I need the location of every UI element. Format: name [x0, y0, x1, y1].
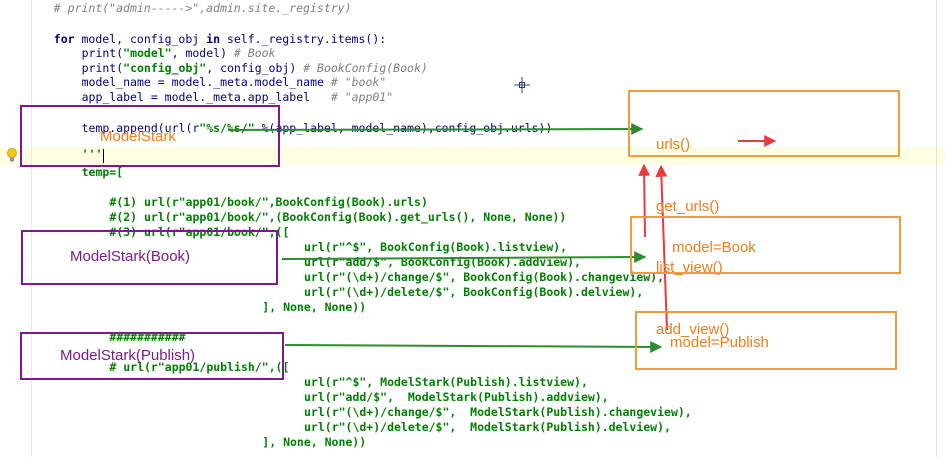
code-token: ], None, None)) [262, 435, 367, 449]
code-line: print("config_obj", config_obj) # BookCo… [82, 61, 428, 75]
modelstark-book-label: ModelStark(Book) [70, 248, 191, 265]
code-line: url(r"(\d+)/change/$", BookConfig(Book).… [304, 270, 664, 284]
model-publish-box [635, 311, 897, 370]
code-token: print( [81, 46, 124, 60]
crosshair-icon [514, 77, 530, 93]
method-urls: urls() [656, 136, 691, 153]
code-line: temp.append(url(r"%s/%s/" %(app_label, m… [82, 121, 553, 135]
code-line: url(r"add/$", ModelStark(Publish).addvie… [304, 390, 609, 404]
code-token: #(1) url(r"app01/book/",BookConfig(Book)… [109, 195, 428, 209]
code-line: url(r"^$", ModelStark(Publish).listview)… [304, 375, 588, 389]
code-token: url(r"^$", BookConfig(Book).listview), [304, 240, 568, 254]
code-token: # "book" [330, 75, 387, 89]
code-line: # print("admin----->",admin.site._regist… [54, 1, 352, 15]
code-token: in [206, 32, 220, 46]
methods-box [628, 90, 900, 157]
code-line: url(r"(\d+)/change/$", ModelStark(Publis… [304, 405, 692, 419]
method-list-view: list_view() [656, 259, 723, 276]
code-token: url(r"(\d+)/delete/$", ModelStark(Publis… [304, 420, 671, 434]
code-token: url(r"add/$", ModelStark(Publish).addvie… [304, 390, 609, 404]
code-line: ], None, None)) [262, 435, 366, 449]
right-margin-guide [936, 0, 937, 457]
modelstark-publish-label: ModelStark(Publish) [60, 347, 196, 364]
code-token: for [53, 32, 75, 46]
code-token: model_name = model._meta.model_name [81, 75, 331, 89]
code-line: ], None, None)) [262, 300, 366, 314]
code-token: url(r"add/$", BookConfig(Book).addview), [304, 255, 581, 269]
gutter-separator [31, 0, 32, 457]
code-line: #(3) url(r"app01/book/",([ [109, 225, 289, 239]
code-token: temp.append(url(r [81, 121, 200, 135]
code-token: app_label = model._meta.app_label [81, 90, 331, 104]
method-get-urls: get_urls() [656, 197, 720, 215]
code-line: ''' [82, 147, 103, 161]
code-token: #(2) url(r"app01/book/",(BookConfig(Book… [109, 210, 567, 224]
code-token: ''' [81, 147, 103, 161]
code-line: # url(r"app01/publish/",([ [109, 360, 289, 374]
code-token: temp=[ [81, 165, 124, 179]
code-token: url(r"(\d+)/delete/$", BookConfig(Book).… [304, 285, 644, 299]
model-book-box [630, 216, 901, 274]
modelstark-box [20, 105, 280, 167]
code-token: "config_obj" [123, 61, 207, 75]
code-line: model_name = model._meta.model_name # "b… [82, 75, 387, 89]
model-book-label: model=Book [672, 239, 756, 256]
code-line: url(r"^$", BookConfig(Book).listview), [304, 240, 567, 254]
code-line: #(2) url(r"app01/book/",(BookConfig(Book… [109, 210, 566, 224]
code-token: %(app_label, model_name),config_obj.urls… [254, 121, 553, 135]
code-line: for model, config_obj in self._registry.… [54, 32, 386, 46]
code-token: "%s/%s/" [199, 121, 255, 135]
code-line: #(1) url(r"app01/book/",BookConfig(Book)… [109, 195, 428, 209]
code-token: # Book [233, 46, 276, 60]
code-token: # BookConfig(Book) [303, 61, 428, 75]
code-token: url(r"(\d+)/change/$", ModelStark(Publis… [304, 405, 692, 419]
code-line: app_label = model._meta.app_label # "app… [82, 90, 394, 104]
code-token: print( [81, 61, 124, 75]
code-token: , config_obj) [206, 61, 304, 75]
text-cursor [103, 149, 104, 163]
code-token: model, config_obj [74, 32, 207, 46]
code-line: print("model", model) # Book [82, 46, 276, 60]
current-line-highlight [0, 147, 945, 165]
code-token: self._registry.items(): [220, 32, 387, 46]
code-token: # print("admin----->",admin.site._regist… [53, 1, 352, 15]
code-line: url(r"(\d+)/delete/$", BookConfig(Book).… [304, 285, 643, 299]
model-publish-label: model=Publish [670, 334, 769, 351]
modelstark-label: ModelStark [100, 128, 176, 145]
code-token: "model" [123, 46, 172, 60]
code-line: url(r"add/$", BookConfig(Book).addview), [304, 255, 581, 269]
methods-list: urls() get_urls() list_view() add_view() [656, 94, 729, 361]
code-token: url(r"^$", ModelStark(Publish).listview)… [304, 375, 588, 389]
code-line: url(r"(\d+)/delete/$", ModelStark(Publis… [304, 420, 671, 434]
modelstark-book-box [21, 230, 278, 285]
code-token: url(r"(\d+)/change/$", BookConfig(Book).… [304, 270, 665, 284]
lightbulb-icon[interactable] [6, 148, 18, 162]
code-token: # "app01" [330, 90, 394, 104]
modelstark-publish-box [20, 332, 284, 380]
code-line: temp=[ [82, 165, 124, 179]
code-token: ], None, None)) [262, 300, 367, 314]
method-add-view: add_view() [656, 320, 730, 338]
code-token: #(3) url(r"app01/book/",([ [109, 225, 290, 239]
code-token: # url(r"app01/publish/",([ [109, 360, 290, 374]
code-token: , model) [171, 46, 234, 60]
